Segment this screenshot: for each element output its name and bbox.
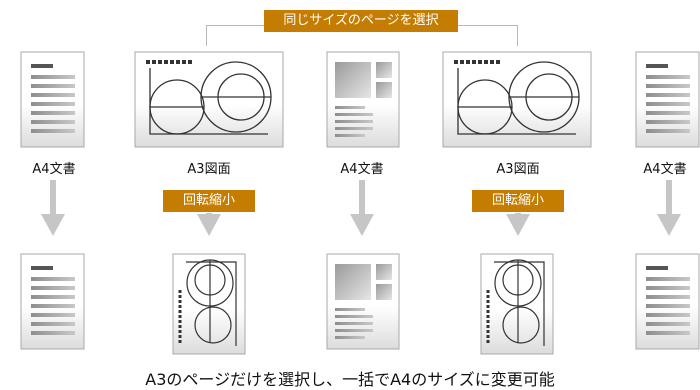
down-arrow-4	[506, 213, 530, 236]
page-a3-rotated-bottom-2	[480, 253, 554, 355]
page-label-a3-2: A3図面	[496, 162, 540, 177]
page-label-a4-1: A4文書	[32, 162, 76, 177]
page-a4-text-bottom-2	[635, 253, 700, 350]
rotate-badge-2: 回転縮小	[472, 190, 564, 212]
page-label-a3-1: A3図面	[187, 162, 231, 177]
rotate-label-1: 回転縮小	[182, 193, 235, 208]
page-label-a4-2: A4文書	[340, 162, 384, 177]
down-arrow-2	[197, 213, 221, 236]
rotate-label-2: 回転縮小	[491, 193, 544, 208]
page-a3-drawing-top-2	[442, 51, 592, 148]
page-a4-image-top-1	[326, 51, 400, 148]
caption: A3のページだけを選択し、一括でA4のサイズに変更可能	[145, 370, 555, 389]
rotate-badge-1: 回転縮小	[163, 190, 255, 212]
page-a4-text-top-1	[20, 51, 85, 148]
down-arrow-3	[350, 180, 374, 236]
page-a4-text-top-2	[635, 51, 700, 148]
down-arrow-5	[657, 180, 681, 236]
page-a3-rotated-bottom-1	[172, 253, 246, 355]
page-a3-drawing-top-1	[134, 51, 284, 148]
title-badge: 同じサイズのページを選択	[264, 10, 458, 32]
page-a4-text-bottom-1	[20, 253, 85, 350]
title-text: 同じサイズのページを選択	[283, 13, 439, 28]
down-arrow-1	[41, 180, 65, 236]
page-label-a4-3: A4文書	[643, 162, 687, 177]
page-a4-image-bottom-1	[326, 253, 400, 350]
